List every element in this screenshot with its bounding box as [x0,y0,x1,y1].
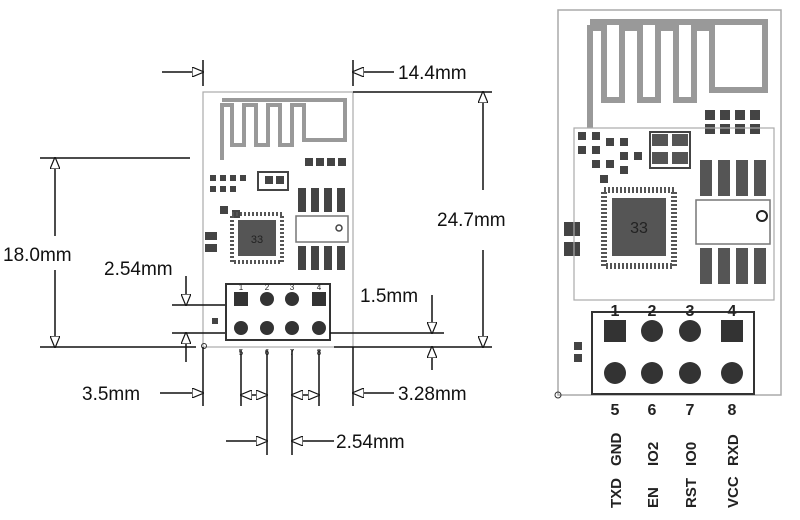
left-pin-7 [285,321,299,335]
left-pin-1-square [234,292,248,306]
right-pin-5 [604,362,626,384]
signal-label-rst: RST [683,478,700,508]
right-pin-number: 8 [728,402,737,419]
left-pin-8 [312,321,326,335]
left-pin-header: 1 2 3 4 5 6 7 8 [201,283,331,357]
right-pin-number: 5 [611,402,620,419]
left-dimension-view: 33 1 2 3 4 5 6 7 [3,60,506,455]
dimension-antenna-offset-label: 18.0mm [3,245,72,266]
left-flash-chip [295,188,349,270]
left-antenna-trace [220,98,347,160]
right-pin-6 [641,362,663,384]
right-pin-8 [721,362,743,384]
left-pin-2 [260,292,274,306]
left-pin-number: 2 [265,283,270,292]
dimension-left-margin-label: 3.5mm [82,384,140,405]
right-pin-4-square [721,320,743,342]
right-flash-chip [695,160,771,284]
left-board-outline [202,91,354,348]
left-pin-3 [285,292,299,306]
right-pin-3 [679,320,701,342]
signal-label-gnd: GND [608,433,625,467]
left-pin-number: 1 [239,283,244,292]
left-chip-label: 33 [251,234,263,246]
signal-label-io0: IO0 [683,442,700,466]
dimension-width-label: 14.4mm [398,63,467,84]
left-pin-number: 3 [290,283,295,292]
left-main-chip: 33 [230,212,284,264]
left-pin-5 [234,321,248,335]
signal-label-txd: TXD [608,478,625,508]
dimension-length-label: 24.7mm [437,210,506,231]
right-pin-number: 4 [728,303,737,320]
right-pinout-view: 33 1 2 3 4 [554,9,782,508]
signal-label-io2: IO2 [645,442,662,466]
signal-label-rxd: RXD [725,434,742,466]
dimension-header-gap-label: 1.5mm [360,286,418,307]
left-pin-number: 4 [317,283,322,292]
right-pin-2 [641,320,663,342]
dimension-pitch-vertical-label: 2.54mm [104,259,173,280]
right-pin-7 [679,362,701,384]
right-main-chip: 33 [601,187,677,269]
right-component-pads [564,110,760,256]
right-chip-label: 33 [630,220,648,237]
left-pin-6 [260,321,274,335]
right-pin-header [554,311,755,399]
right-pin-1-square [604,320,626,342]
right-antenna-trace [587,19,768,128]
left-pin-4-square [312,292,326,306]
right-pin-number: 2 [648,303,657,320]
signal-label-vcc: VCC [725,476,742,508]
right-pin-number: 7 [686,402,695,419]
left-component-pads [205,158,346,252]
right-pin-number: 6 [648,402,657,419]
dimension-pitch-horizontal-label: 2.54mm [336,432,405,453]
signal-label-en: EN [645,487,662,508]
left-dimension-lines [40,60,492,455]
right-pin-number: 1 [611,303,620,320]
dimension-right-margin-label: 3.28mm [398,384,467,405]
right-pin-number: 3 [686,303,695,320]
